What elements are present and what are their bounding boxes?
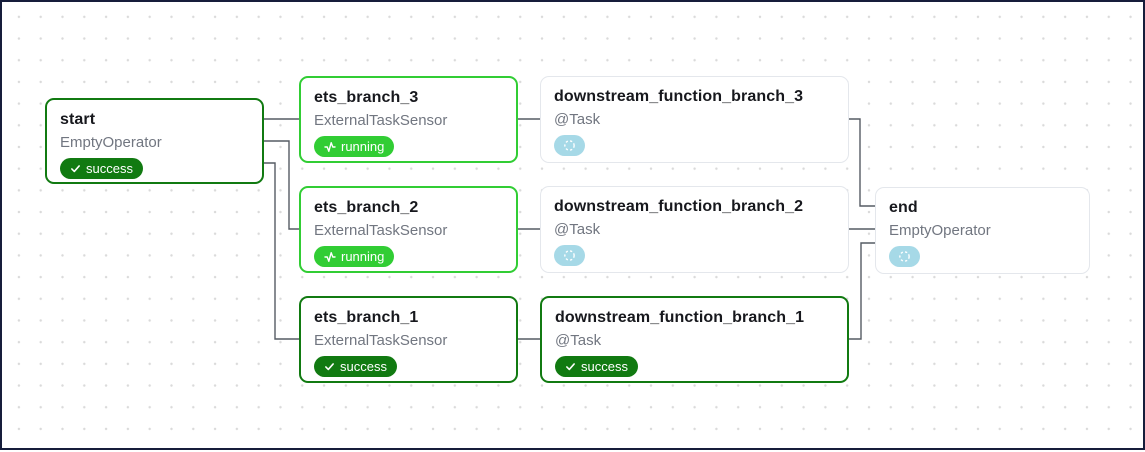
- status-label: success: [340, 358, 387, 374]
- task-operator: ExternalTaskSensor: [314, 221, 448, 239]
- status-badge-none: [554, 134, 585, 156]
- status-label: success: [86, 160, 133, 176]
- task-title: downstream_function_branch_3: [554, 88, 804, 105]
- task-operator: ExternalTaskSensor: [314, 331, 448, 349]
- status-label: running: [341, 248, 385, 264]
- status-badge-running: running: [314, 135, 395, 158]
- dashed-circle-icon: [564, 250, 575, 261]
- task-operator: ExternalTaskSensor: [314, 111, 448, 129]
- check-icon: [566, 363, 575, 371]
- status-label: success: [581, 358, 628, 374]
- task-node-ets-branch-1[interactable]: ets_branch_1 ExternalTaskSensor success: [299, 296, 518, 383]
- status-label: running: [341, 138, 385, 154]
- task-node-downstream-function-branch-1[interactable]: downstream_function_branch_1 @Task succe…: [540, 296, 849, 383]
- task-operator: @Task: [554, 110, 601, 128]
- status-badge-running: running: [314, 245, 395, 268]
- status-badge-success: success: [60, 157, 143, 180]
- task-operator: @Task: [555, 331, 602, 349]
- task-title: downstream_function_branch_1: [555, 309, 805, 326]
- task-node-downstream-function-branch-2[interactable]: downstream_function_branch_2 @Task: [540, 186, 849, 273]
- task-node-ets-branch-3[interactable]: ets_branch_3 ExternalTaskSensor running: [299, 76, 518, 163]
- task-operator: EmptyOperator: [889, 221, 991, 239]
- edge-downstream-3-end: [849, 118, 875, 207]
- edge-downstream-1-end: [849, 242, 875, 340]
- task-title: end: [889, 199, 918, 216]
- status-badge-none: [554, 244, 585, 266]
- check-icon: [325, 363, 334, 371]
- dashed-circle-icon: [564, 140, 575, 151]
- task-title: downstream_function_branch_2: [554, 198, 804, 215]
- edge-start-ets-branch-1: [264, 162, 299, 340]
- task-node-start[interactable]: start EmptyOperator success: [45, 98, 264, 184]
- dashed-circle-icon: [899, 251, 910, 262]
- task-node-ets-branch-2[interactable]: ets_branch_2 ExternalTaskSensor running: [299, 186, 518, 273]
- check-icon: [71, 165, 80, 173]
- task-title: start: [60, 111, 96, 128]
- task-node-downstream-function-branch-3[interactable]: downstream_function_branch_3 @Task: [540, 76, 849, 163]
- status-badge-success: success: [314, 355, 397, 378]
- task-operator: EmptyOperator: [60, 133, 162, 151]
- activity-icon: [324, 141, 336, 152]
- task-node-end[interactable]: end EmptyOperator: [875, 187, 1090, 274]
- status-badge-success: success: [555, 355, 638, 378]
- task-title: ets_branch_1: [314, 309, 419, 326]
- edge-start-ets-branch-2: [264, 140, 299, 230]
- task-title: ets_branch_3: [314, 89, 419, 106]
- task-operator: @Task: [554, 220, 601, 238]
- task-title: ets_branch_2: [314, 199, 419, 216]
- activity-icon: [324, 251, 336, 262]
- status-badge-none: [889, 245, 920, 267]
